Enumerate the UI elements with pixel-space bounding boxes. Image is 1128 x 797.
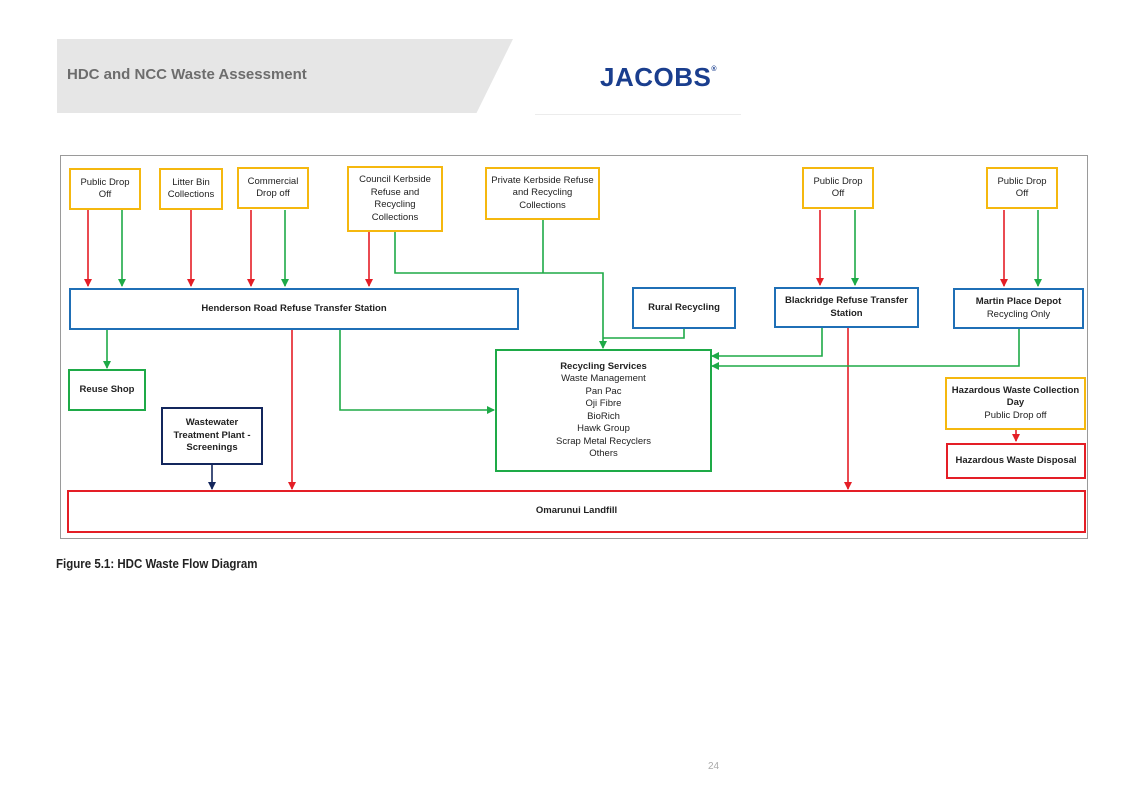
hazardous-collection-subtitle: Public Drop off [984,409,1047,421]
source-council-kerbside: Council Kerbside Refuse and Recycling Co… [347,166,443,232]
hazardous-waste-disposal: Hazardous Waste Disposal [946,443,1086,479]
omarunui-landfill: Omarunui Landfill [67,490,1086,533]
rural-recycling: Rural Recycling [632,287,736,329]
recycling-item-hawk-group: Hawk Group [577,423,630,434]
logo-divider [535,114,741,115]
martin-place-depot-subtitle: Recycling Only [986,308,1051,320]
recycling-item-scrap-metal: Scrap Metal Recyclers [555,435,652,447]
recycling-item-pan-pac: Pan Pac [585,385,622,397]
source-public-drop-off-3: Public Drop Off [986,167,1058,209]
hazardous-waste-collection-day: Hazardous Waste Collection Day Public Dr… [945,377,1086,430]
martin-place-depot: Martin Place Depot Recycling Only [953,288,1084,329]
figure-caption: Figure 5.1: HDC Waste Flow Diagram [56,557,258,571]
recycling-services: Recycling Services Waste Management Pan … [495,349,712,472]
report-title: HDC and NCC Waste Assessment [67,66,307,83]
source-commercial-drop-off: Commercial Drop off [237,167,309,209]
waste-flow-diagram [60,155,1088,539]
recycling-item-others: Others [589,448,618,459]
wastewater-treatment-plant: Wastewater Treatment Plant - Screenings [161,407,263,465]
jacobs-logo: JACOBS® [600,62,717,93]
henderson-road-transfer-station: Henderson Road Refuse Transfer Station [69,288,519,330]
recycling-item-waste-management: Waste Management [561,373,646,384]
hazardous-collection-title: Hazardous Waste Collection Day [951,384,1080,409]
page-number: 24 [708,761,720,772]
recycling-services-title: Recycling Services [560,360,647,372]
source-public-drop-off-2: Public Drop Off [802,167,874,209]
martin-place-depot-title: Martin Place Depot [975,296,1062,307]
source-private-kerbside: Private Kerbside Refuse and Recycling Co… [485,167,600,220]
source-public-drop-off-1: Public Drop Off [69,168,141,210]
recycling-item-oji-fibre: Oji Fibre [585,398,622,409]
logo-text: JACOBS [600,62,712,92]
logo-registered-mark: ® [711,66,718,73]
reuse-shop: Reuse Shop [68,369,146,411]
header-banner [57,39,513,113]
recycling-item-biorich: BioRich [587,410,620,422]
blackridge-transfer-station: Blackridge Refuse Transfer Station [774,287,919,328]
source-litter-bin-collections: Litter Bin Collections [159,168,223,210]
